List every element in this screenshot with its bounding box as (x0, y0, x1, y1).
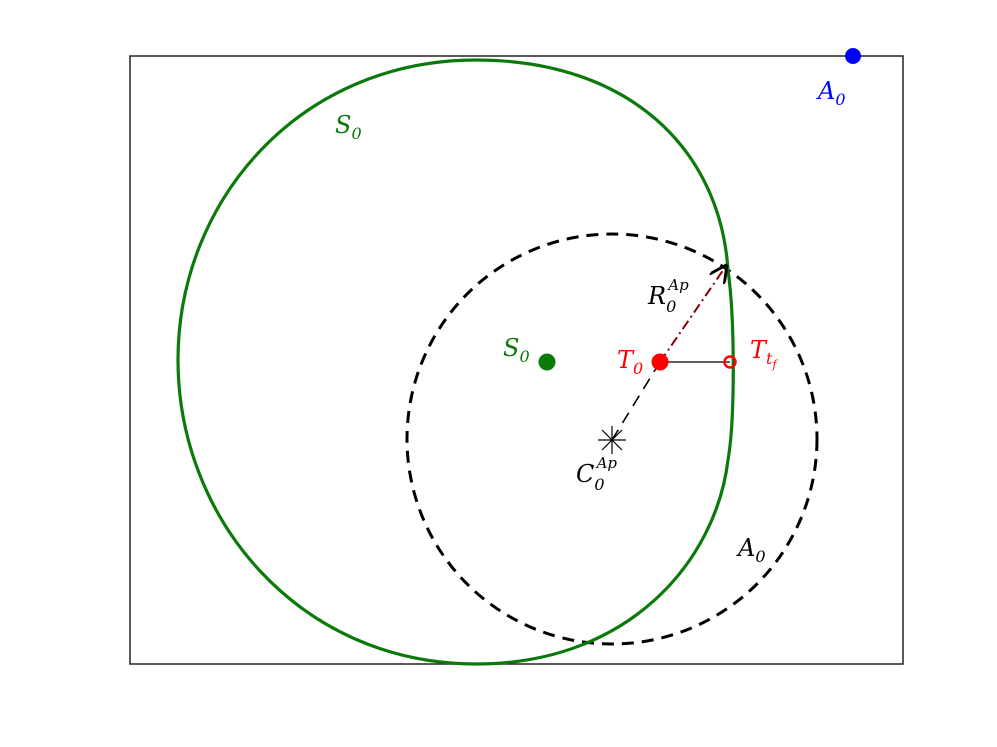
r0-ap-label: R0Ap (647, 276, 689, 316)
a0-dashed-circle (405, 232, 819, 646)
c0-star-marker (598, 426, 626, 454)
ttf-point (723, 355, 737, 369)
a0-circle-label: A0 (736, 534, 766, 566)
t0-point (651, 353, 669, 371)
s0-curve-label: S0 (335, 111, 362, 143)
c0-ap-label: C0Ap (576, 454, 617, 494)
s0-green-curve (176, 58, 735, 666)
ttf-label: Ttf (750, 336, 778, 371)
plot-frame (129, 55, 904, 665)
a0-point (845, 48, 861, 64)
s0-point (538, 353, 556, 371)
t0-label: T0 (617, 346, 643, 378)
c0-to-t0-dashed-line (611, 361, 661, 441)
a0-point-label: A0 (816, 77, 846, 109)
s0-point-label: S0 (503, 334, 530, 366)
